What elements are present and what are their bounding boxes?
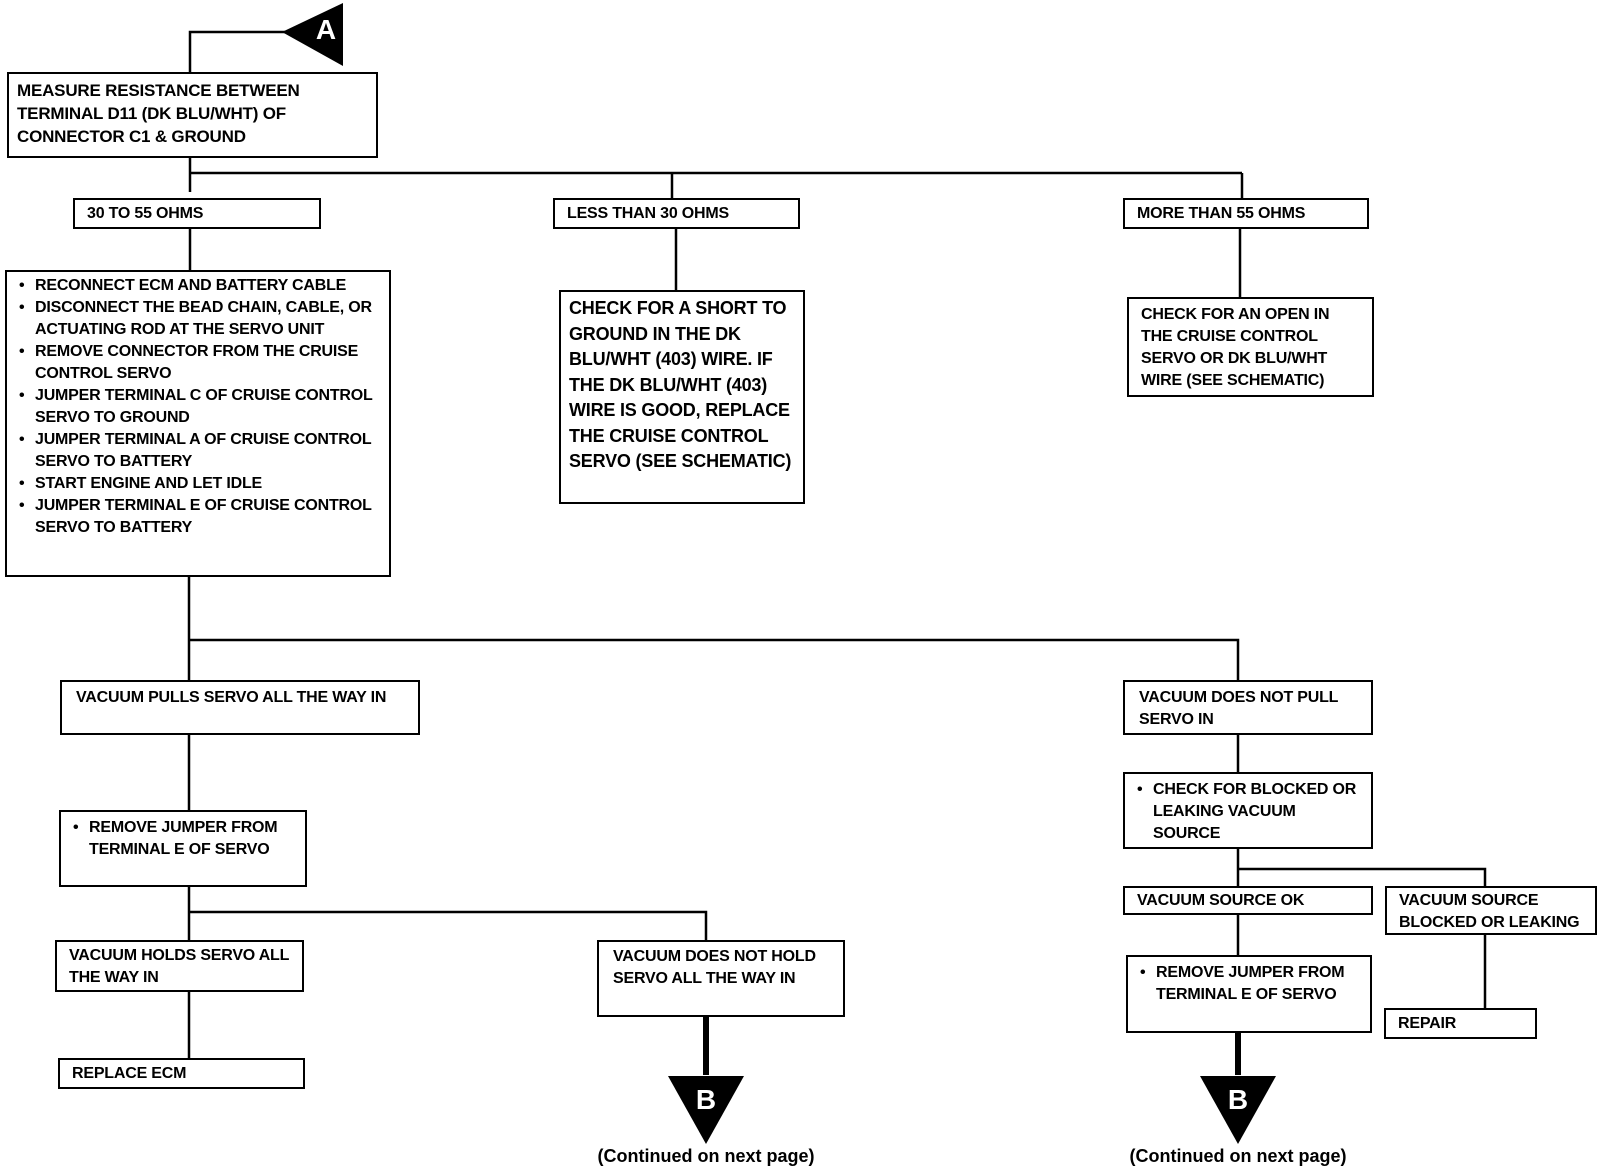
repair-step: REPAIR <box>1384 1008 1537 1039</box>
remove-jumper-right-item: REMOVE JUMPER FROM TERMINAL E OF SERVO <box>1138 962 1360 1006</box>
vacuum-pulls-servo: VACUUM PULLS SERVO ALL THE WAY IN <box>60 680 420 735</box>
setup-step-7: JUMPER TERMINAL E OF CRUISE CONTROL SERV… <box>17 495 381 539</box>
vacuum-source-ok: VACUUM SOURCE OK <box>1123 886 1373 915</box>
connector-b-right-label: B <box>1227 1084 1249 1115</box>
setup-step-5: JUMPER TERMINAL A OF CRUISE CONTROL SERV… <box>17 429 381 473</box>
setup-step-6: START ENGINE AND LET IDLE <box>17 473 381 495</box>
vacuum-does-not-hold-servo: VACUUM DOES NOT HOLD SERVO ALL THE WAY I… <box>597 940 845 1017</box>
continued-right-label: (Continued on next page) <box>1129 1146 1347 1166</box>
measure-line-1: MEASURE RESISTANCE BETWEEN <box>17 81 300 100</box>
result-less-than-30-ohms: LESS THAN 30 OHMS <box>553 198 800 229</box>
check-short-to-ground: CHECK FOR A SHORT TO GROUND IN THE DK BL… <box>559 290 805 504</box>
vacuum-does-not-pull-servo: VACUUM DOES NOT PULL SERVO IN <box>1123 680 1373 735</box>
check-blocked-vacuum: CHECK FOR BLOCKED OR LEAKING VACUUM SOUR… <box>1123 772 1373 849</box>
measure-resistance-step: MEASURE RESISTANCE BETWEEN TERMINAL D11 … <box>7 72 378 158</box>
remove-jumper-left-item: REMOVE JUMPER FROM TERMINAL E OF SERVO <box>71 817 295 861</box>
measure-line-3: CONNECTOR C1 & GROUND <box>17 127 246 146</box>
setup-steps-list: RECONNECT ECM AND BATTERY CABLE DISCONNE… <box>5 270 391 577</box>
vacuum-source-blocked: VACUUM SOURCE BLOCKED OR LEAKING <box>1385 886 1597 935</box>
setup-step-3: REMOVE CONNECTOR FROM THE CRUISE CONTROL… <box>17 341 381 385</box>
setup-step-1: RECONNECT ECM AND BATTERY CABLE <box>17 275 381 297</box>
remove-jumper-right: REMOVE JUMPER FROM TERMINAL E OF SERVO <box>1126 955 1372 1033</box>
continued-left-label: (Continued on next page) <box>597 1146 815 1166</box>
connector-a-label: A <box>315 14 337 45</box>
setup-step-2: DISCONNECT THE BEAD CHAIN, CABLE, OR ACT… <box>17 297 381 341</box>
setup-step-4: JUMPER TERMINAL C OF CRUISE CONTROL SERV… <box>17 385 381 429</box>
vacuum-holds-servo: VACUUM HOLDS SERVO ALL THE WAY IN <box>55 940 304 992</box>
connector-a-triangle <box>282 3 343 66</box>
check-blocked-vacuum-item: CHECK FOR BLOCKED OR LEAKING VACUUM SOUR… <box>1135 779 1361 845</box>
replace-ecm-step: REPLACE ECM <box>58 1058 305 1089</box>
connector-b-right-triangle <box>1200 1076 1276 1144</box>
remove-jumper-left: REMOVE JUMPER FROM TERMINAL E OF SERVO <box>59 810 307 887</box>
connector-b-left-label: B <box>695 1084 717 1115</box>
measure-line-2: TERMINAL D11 (DK BLU/WHT) OF <box>17 104 286 123</box>
connector-b-left-triangle <box>668 1076 744 1144</box>
result-30-to-55-ohms: 30 TO 55 OHMS <box>73 198 321 229</box>
check-open-circuit: CHECK FOR AN OPEN IN THE CRUISE CONTROL … <box>1127 297 1374 397</box>
result-more-than-55-ohms: MORE THAN 55 OHMS <box>1123 198 1369 229</box>
